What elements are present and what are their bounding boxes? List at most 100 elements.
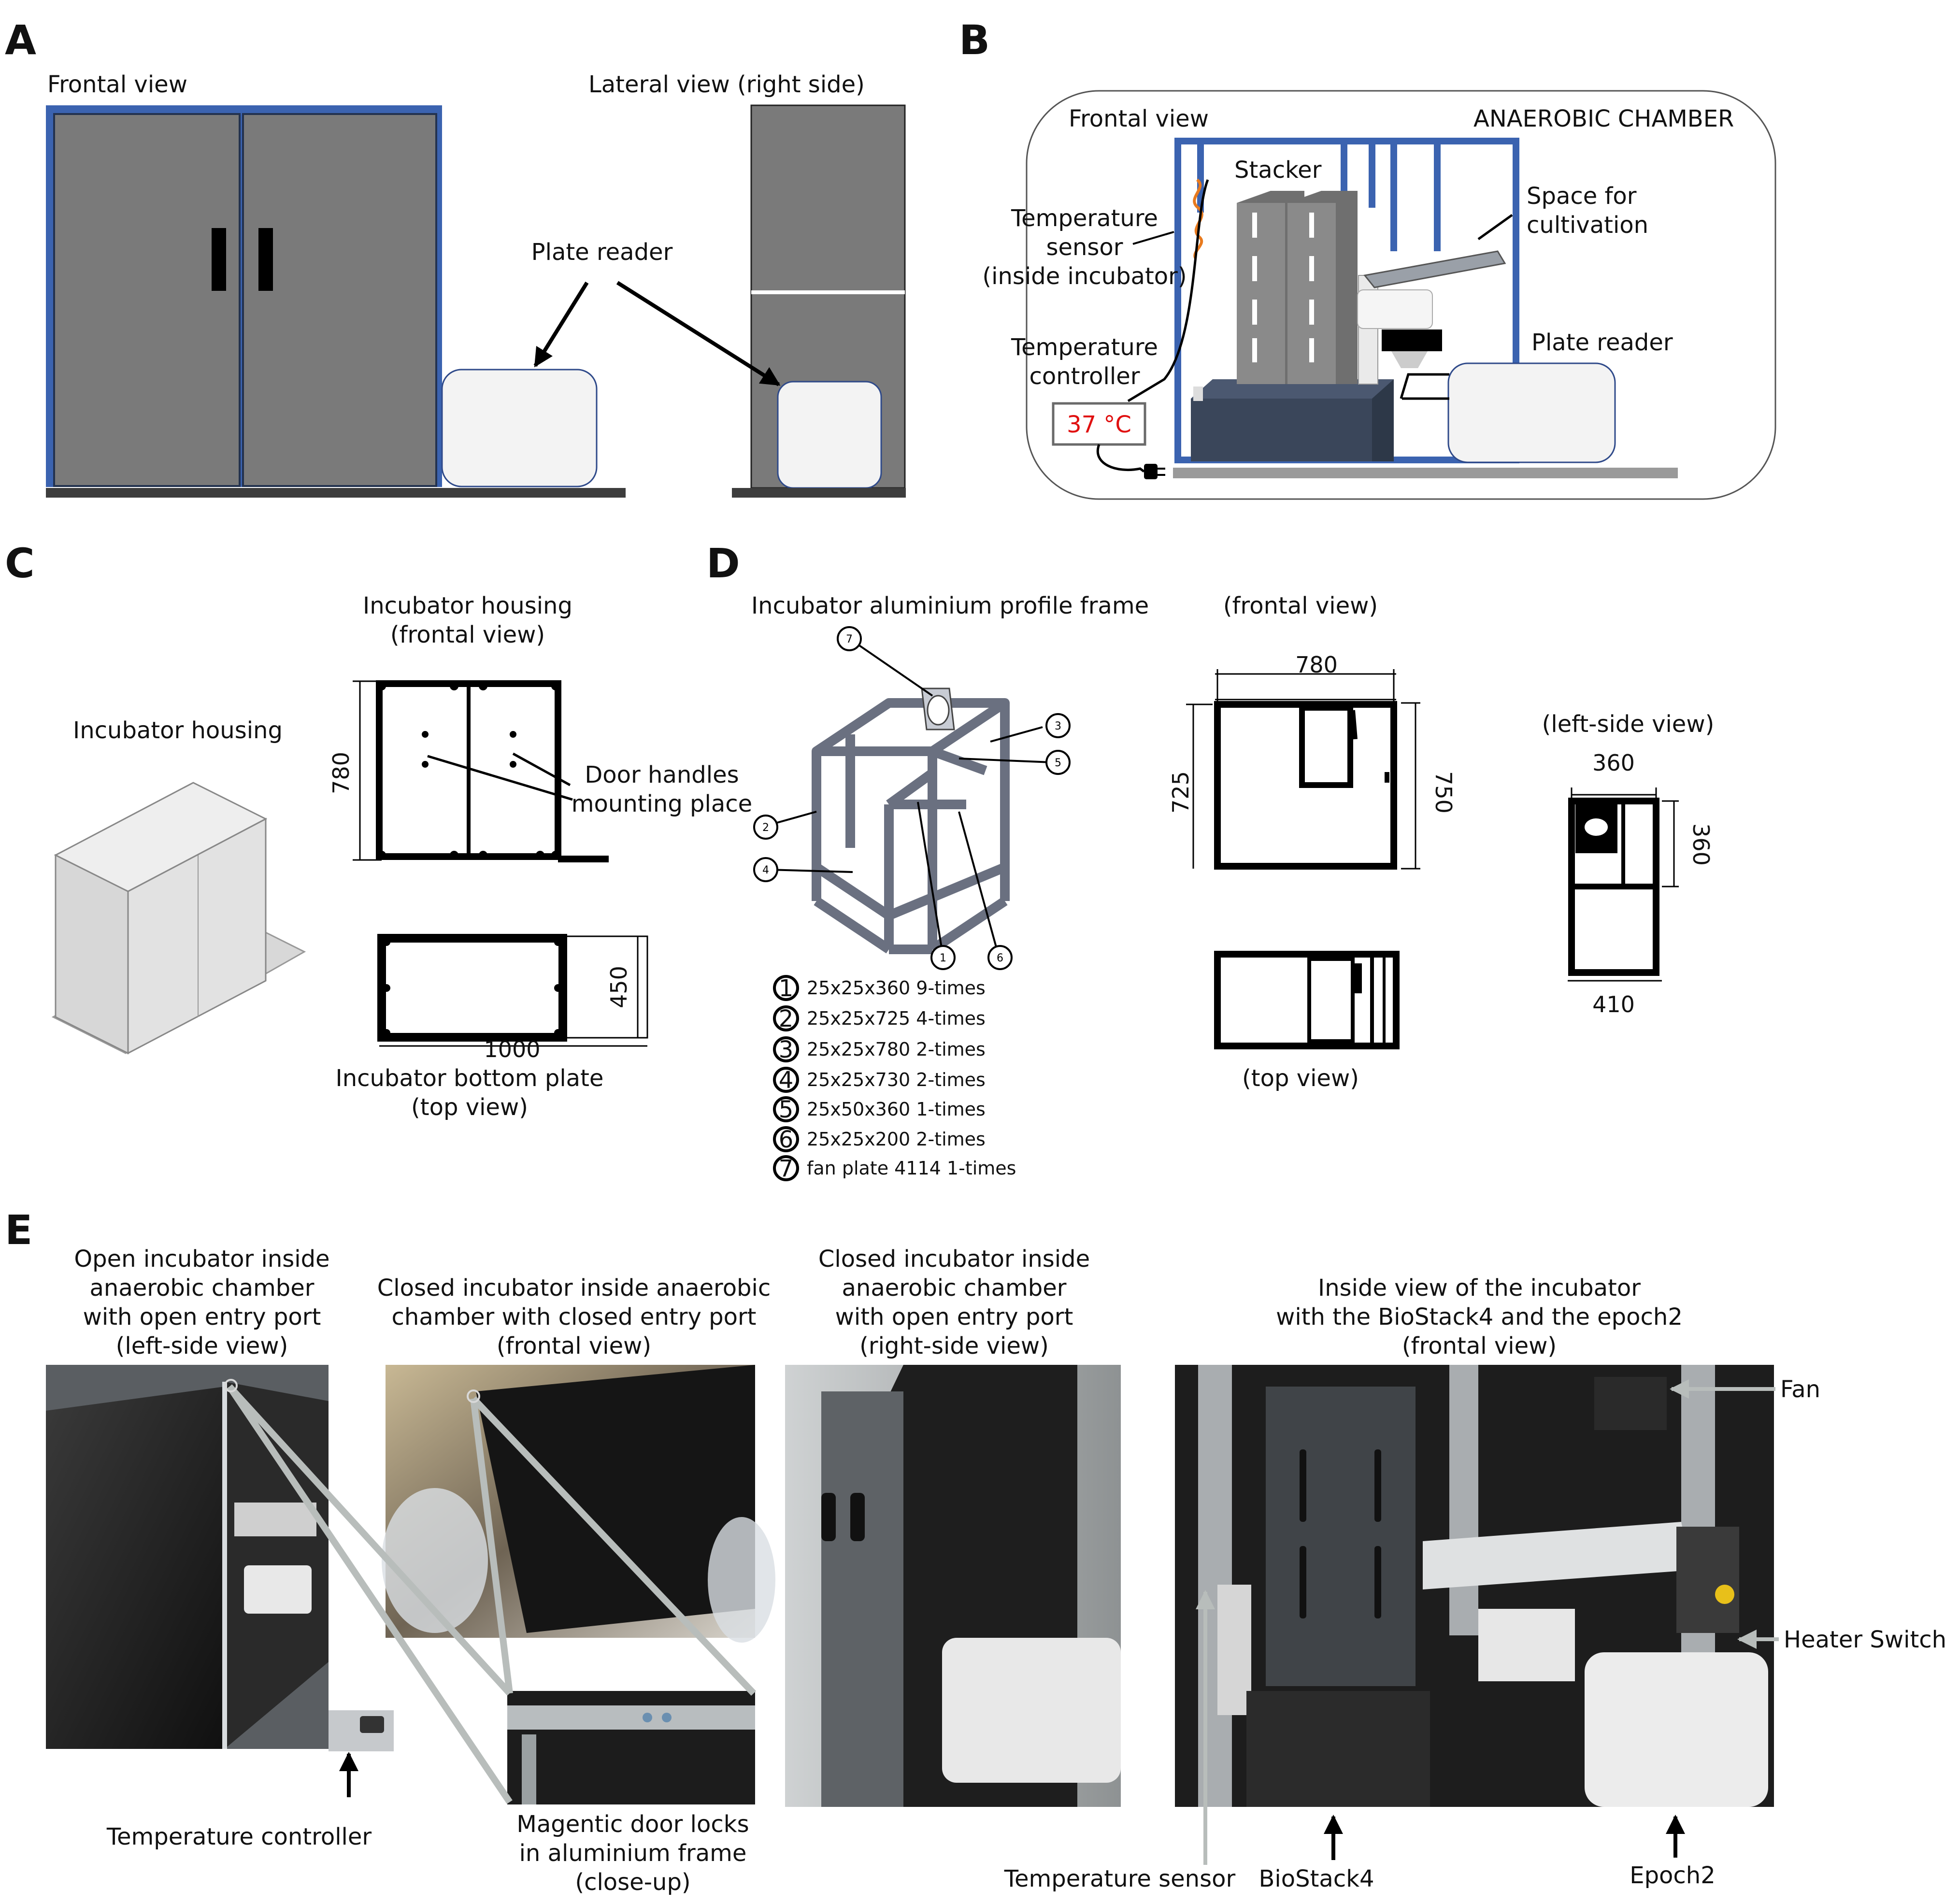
svg-text:with open entry port: with open entry port xyxy=(83,1303,321,1331)
svg-text:(frontal view): (frontal view) xyxy=(1402,1332,1557,1360)
svg-text:Temperature: Temperature xyxy=(1011,334,1158,361)
a-floor-front xyxy=(46,488,626,498)
svg-text:Open incubator inside: Open incubator inside xyxy=(74,1245,329,1273)
d-dim-725: 725 xyxy=(1168,771,1194,814)
c-dim-450: 450 xyxy=(606,966,632,1008)
e-epoch-label: Epoch2 xyxy=(1630,1862,1716,1889)
svg-text:sensor: sensor xyxy=(1046,234,1123,261)
svg-text:fan plate 4114 1-times: fan plate 4114 1-times xyxy=(807,1158,1016,1179)
svg-text:1: 1 xyxy=(940,952,946,964)
svg-text:4: 4 xyxy=(779,1067,794,1094)
d-dim-410: 410 xyxy=(1592,991,1635,1017)
svg-text:3: 3 xyxy=(779,1036,794,1063)
a-plate-reader-label: Plate reader xyxy=(531,239,673,266)
svg-text:chamber with closed entry port: chamber with closed entry port xyxy=(392,1303,757,1331)
c-handle-holes xyxy=(377,682,560,859)
d-left-side-label: (left-side view) xyxy=(1542,711,1715,738)
d-dim-780: 780 xyxy=(1295,652,1338,678)
svg-text:Closed incubator inside: Closed incubator inside xyxy=(818,1245,1090,1273)
e-photo2-closed-incubator xyxy=(382,1365,775,1643)
a-incubator-front xyxy=(46,105,442,487)
a-plate-reader-front xyxy=(441,369,598,487)
b-temperature-sensor: Temperature sensor (inside incubator) xyxy=(982,178,1209,402)
panel-label-e: E xyxy=(5,1206,32,1254)
d-callout-numbers: 7 3 5 2 4 1 6 xyxy=(762,633,1061,964)
a-arrow-to-front-reader xyxy=(533,281,589,368)
svg-text:(left-side view): (left-side view) xyxy=(116,1332,288,1360)
d-part-row: 1 25x25x360 9-times xyxy=(773,975,986,1002)
svg-text:5: 5 xyxy=(779,1096,794,1123)
d-fan-plate xyxy=(921,687,955,730)
b-space-for-cultivation: Space for cultivation xyxy=(1477,183,1648,241)
b-floor xyxy=(1173,468,1678,478)
d-top-label: (top view) xyxy=(1242,1065,1359,1092)
svg-text:anaerobic chamber: anaerobic chamber xyxy=(90,1274,315,1302)
d-frontal-fan-mark xyxy=(1385,772,1389,783)
svg-text:25x25x725 4-times: 25x25x725 4-times xyxy=(807,1008,986,1029)
e-door-locks-label: in aluminium frame xyxy=(519,1840,747,1867)
svg-text:Inside view of the incubator: Inside view of the incubator xyxy=(1318,1274,1641,1302)
e-photo3-closed-incubator-side xyxy=(785,1365,1121,1807)
svg-text:controller: controller xyxy=(1030,363,1140,390)
d-parts-list: 1 25x25x360 9-times 2 25x25x725 4-times … xyxy=(773,975,1016,1182)
svg-text:25x25x360 9-times: 25x25x360 9-times xyxy=(807,977,986,999)
c-bottom-plate-label: Incubator bottom plate xyxy=(336,1065,604,1092)
d-frontal-drawing xyxy=(1186,669,1420,870)
plug-icon xyxy=(1144,464,1158,479)
panel-label-b: B xyxy=(959,16,990,64)
svg-text:5: 5 xyxy=(1055,757,1061,769)
a-arrow-to-side-reader xyxy=(616,281,781,387)
c-dim-1000: 1000 xyxy=(484,1036,540,1062)
e-fan-label: Fan xyxy=(1780,1376,1820,1403)
e-zoom-origin xyxy=(224,1379,238,1392)
svg-text:4: 4 xyxy=(762,864,769,876)
svg-text:6: 6 xyxy=(997,952,1003,964)
c-housing-3d xyxy=(51,782,306,1055)
d-dim-360a: 360 xyxy=(1592,750,1635,776)
e-biostack-label: BioStack4 xyxy=(1258,1865,1374,1892)
d-part-row: 6 25x25x200 2-times xyxy=(773,1126,986,1153)
e-photo4-caption: Inside view of the incubator with the Bi… xyxy=(1276,1274,1683,1360)
svg-text:1: 1 xyxy=(779,975,794,1002)
e-zoom-lines xyxy=(227,1384,757,1804)
b-plate-reader xyxy=(1447,362,1616,463)
c-handles-label: mounting place xyxy=(572,790,752,817)
d-part-row: 4 25x25x730 2-times xyxy=(773,1067,986,1094)
d-part-row: 7 fan plate 4114 1-times xyxy=(773,1155,1016,1182)
b-reader-cable xyxy=(1400,373,1449,399)
b-chamber-label: ANAEROBIC CHAMBER xyxy=(1473,105,1734,132)
svg-text:25x50x360 1-times: 25x50x360 1-times xyxy=(807,1099,986,1120)
d-dim-360b: 360 xyxy=(1688,823,1714,866)
c-bottom-plate-holes xyxy=(383,938,562,1037)
d-callouts xyxy=(753,626,1071,970)
d-frontal-label: (frontal view) xyxy=(1223,592,1378,619)
e-photo2-caption: Closed incubator inside anaerobic chambe… xyxy=(377,1274,771,1360)
d-dim-750: 750 xyxy=(1430,771,1457,814)
c-handles-leader xyxy=(512,752,571,787)
e-photo1-caption: Open incubator inside anaerobic chamber … xyxy=(74,1245,329,1360)
d-part-row: 3 25x25x780 2-times xyxy=(773,1036,986,1063)
handle-icon xyxy=(850,1493,865,1541)
svg-text:(right-side view): (right-side view) xyxy=(859,1332,1049,1360)
d-top-drawing xyxy=(1214,951,1400,1049)
b-plate-reader-label: Plate reader xyxy=(1531,329,1673,356)
e-photo4-inside-view xyxy=(1175,1365,1774,1807)
b-frontal-view-label: Frontal view xyxy=(1069,105,1209,132)
door-handle-icon xyxy=(212,228,226,291)
c-housing-label: Incubator housing xyxy=(73,717,283,744)
e-temp-sensor-label: Temperature sensor xyxy=(1004,1865,1236,1892)
b-stacker xyxy=(1191,191,1394,461)
c-handles-leader xyxy=(427,755,573,801)
svg-text:2: 2 xyxy=(762,822,769,834)
b-temperature-readout: 37 °C xyxy=(1067,411,1131,438)
d-profile-frame-3d xyxy=(812,698,1010,954)
d-part-row: 2 25x25x725 4-times xyxy=(773,1005,986,1032)
c-housing-frontal-label: (frontal view) xyxy=(390,621,545,648)
svg-text:with the BioStack4 and the epo: with the BioStack4 and the epoch2 xyxy=(1276,1303,1683,1331)
svg-text:7: 7 xyxy=(846,633,853,645)
svg-text:25x25x780 2-times: 25x25x780 2-times xyxy=(807,1039,986,1060)
panel-label-d: D xyxy=(706,540,740,587)
a-frontal-view-label: Frontal view xyxy=(47,71,187,98)
c-housing-frontal-label: Incubator housing xyxy=(363,592,572,619)
a-incubator-side xyxy=(750,104,906,489)
